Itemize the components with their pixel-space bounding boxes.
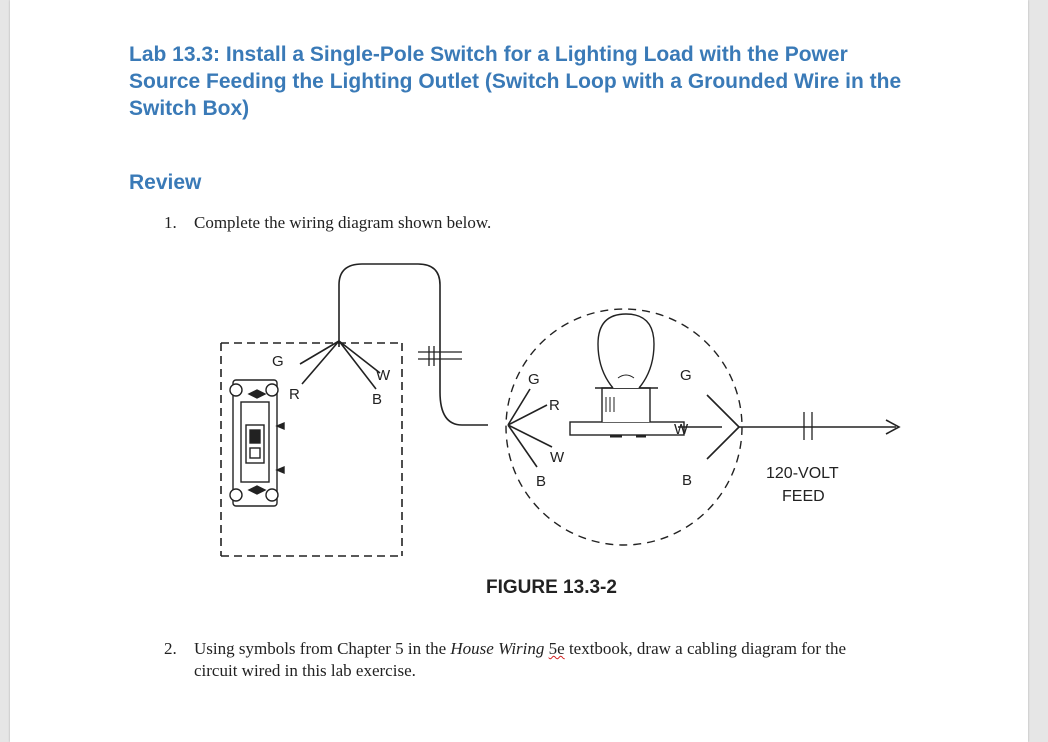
left-conductor-fan — [507, 388, 553, 468]
label-feed-line1: 120-VOLT — [766, 465, 839, 482]
label-switch-b: B — [372, 391, 382, 408]
wiring-diagram: G R W B G R W B G W B 120-VOLT FEED — [220, 263, 901, 557]
label-switch-g: G — [272, 353, 284, 370]
question-text-start: Using symbols from Chapter 5 in the — [194, 639, 451, 658]
question-text: Using symbols from Chapter 5 in the Hous… — [194, 638, 884, 682]
switch-box-outline — [220, 342, 403, 557]
book-title: House Wiring — [450, 639, 545, 658]
lampholder — [569, 313, 685, 438]
label-light-r: R — [549, 397, 560, 414]
lab-title: Lab 13.3: Install a Single-Pole Switch f… — [129, 43, 902, 120]
feed-arrow — [885, 419, 901, 435]
label-light-w-left: W — [550, 449, 565, 466]
cable-clamp — [418, 346, 462, 366]
single-pole-switch — [229, 379, 285, 507]
question-text: Complete the wiring diagram shown below. — [194, 213, 492, 232]
label-light-g-left: G — [528, 371, 540, 388]
question-text-end: textbook, draw a cabling diagram for the… — [194, 639, 847, 680]
switch-loop-cable — [338, 263, 488, 426]
right-conductor-fan — [706, 394, 740, 460]
label-light-b-right: B — [682, 472, 692, 489]
figure-caption: FIGURE 13.3-2 — [486, 577, 617, 598]
label-light-g-right: G — [680, 367, 692, 384]
feed-clamp — [803, 412, 813, 440]
question-number: 2. — [164, 639, 177, 658]
label-switch-r: R — [289, 386, 300, 403]
document-page: Lab 13.3: Install a Single-Pole Switch f… — [10, 0, 1028, 742]
question-number: 1. — [164, 213, 177, 232]
label-feed-line2: FEED — [782, 488, 825, 505]
label-light-b-left: B — [536, 473, 546, 490]
label-switch-w: W — [376, 367, 391, 384]
switch-conductors — [299, 340, 381, 390]
spellcheck-flagged-word[interactable]: 5e — [548, 639, 565, 658]
review-heading: Review — [129, 171, 202, 194]
label-light-w-right: W — [674, 421, 689, 438]
